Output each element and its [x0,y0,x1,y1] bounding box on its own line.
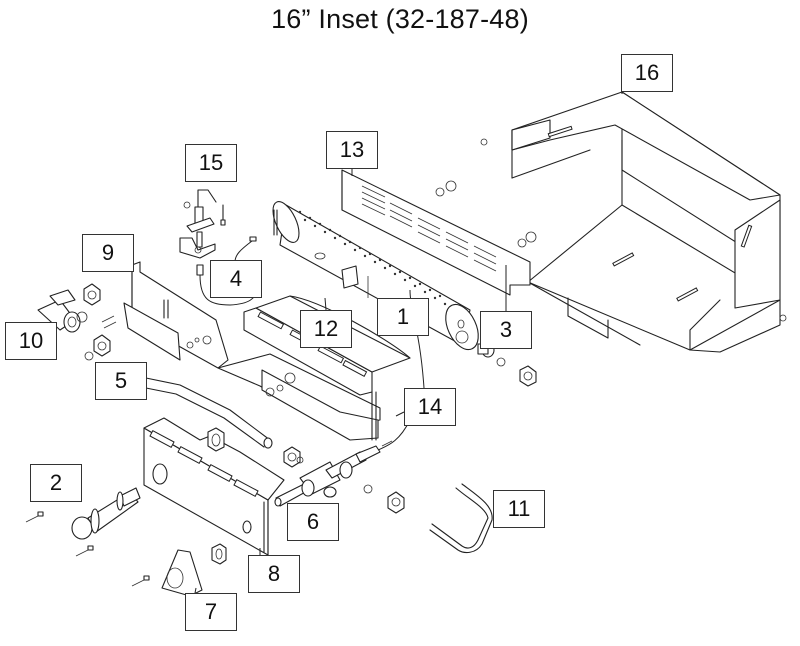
control-panel-drawing [143,417,285,565]
callout-8: 8 [248,555,300,593]
callout-2: 2 [30,464,82,502]
outer-housing-drawing [480,91,787,353]
flex-tube-drawing [429,483,493,554]
gas-supply-tube-drawing [145,377,273,449]
callout-7: 7 [185,593,237,631]
callout-12: 12 [300,310,352,348]
rear-heat-shield-drawing [341,169,537,296]
callout-16: 16 [621,54,673,92]
callout-1: 1 [377,298,429,336]
callout-5: 5 [95,362,147,400]
callout-4: 4 [210,260,262,298]
callout-3: 3 [480,311,532,349]
orifice-drawing [477,342,537,387]
inlet-tee-drawing [37,283,117,361]
callout-6: 6 [287,503,339,541]
diagram-title: 16” Inset (32-187-48) [271,4,529,34]
callout-14: 14 [404,388,456,426]
igniter-assembly-drawing [179,189,226,259]
gas-valve-drawing [274,440,405,514]
callout-13: 13 [326,131,378,169]
leader-lines [132,92,623,594]
callout-10: 10 [5,322,57,360]
callout-9: 9 [82,234,134,272]
callout-15: 15 [185,144,237,182]
callout-11: 11 [493,490,545,528]
valve-stem-drawing [25,487,150,587]
